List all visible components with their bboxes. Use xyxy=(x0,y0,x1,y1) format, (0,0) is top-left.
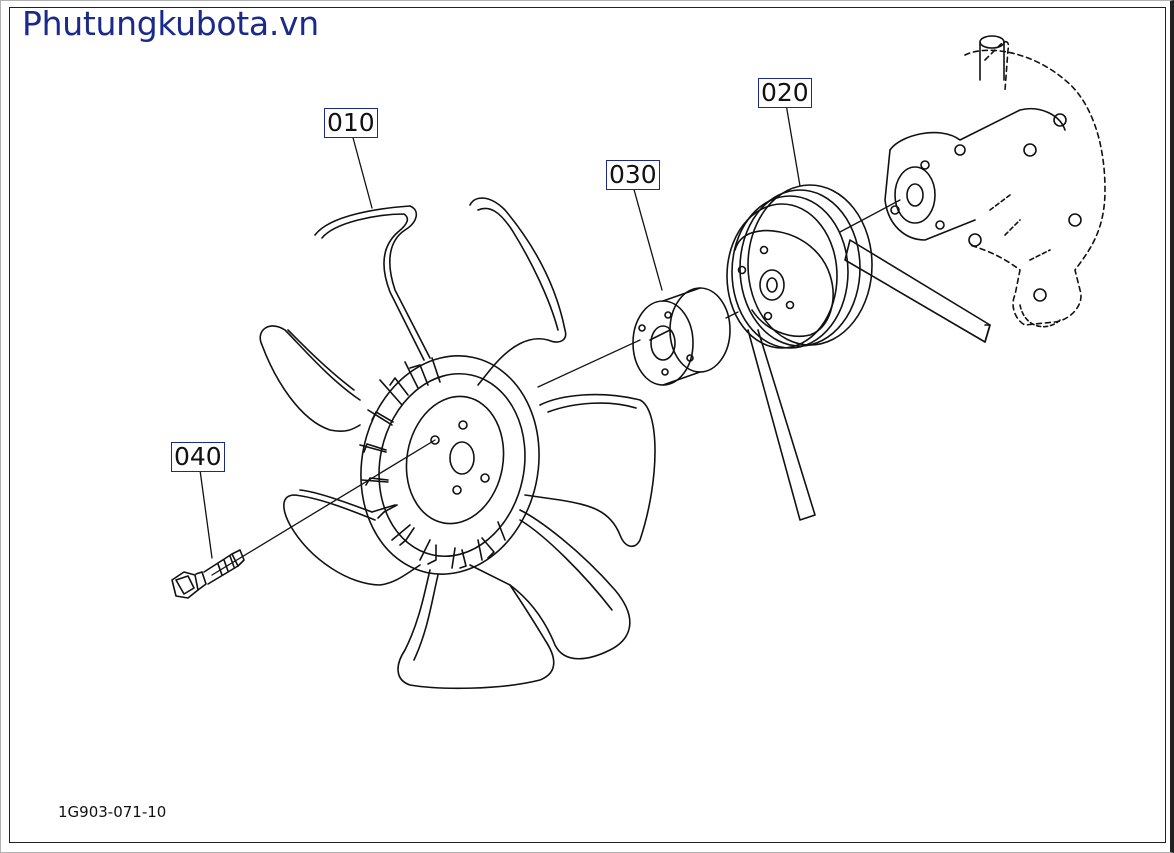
leader-lines xyxy=(199,103,801,559)
water-pump xyxy=(884,35,1106,328)
callout-spacer: 030 xyxy=(606,160,660,190)
v-belt xyxy=(747,239,991,521)
axis-line xyxy=(537,339,641,388)
callout-pulley: 020 xyxy=(758,78,812,108)
diagram-border xyxy=(9,7,1166,843)
brand-watermark: Phutungkubota.vn xyxy=(22,4,319,43)
pulley xyxy=(726,184,873,349)
spacer xyxy=(632,287,731,386)
diagram-code: 1G903-071-10 xyxy=(58,803,167,821)
bolt xyxy=(171,549,245,599)
callout-fan: 010 xyxy=(324,108,378,138)
callout-bolt: 040 xyxy=(171,442,225,472)
fan xyxy=(259,197,656,690)
